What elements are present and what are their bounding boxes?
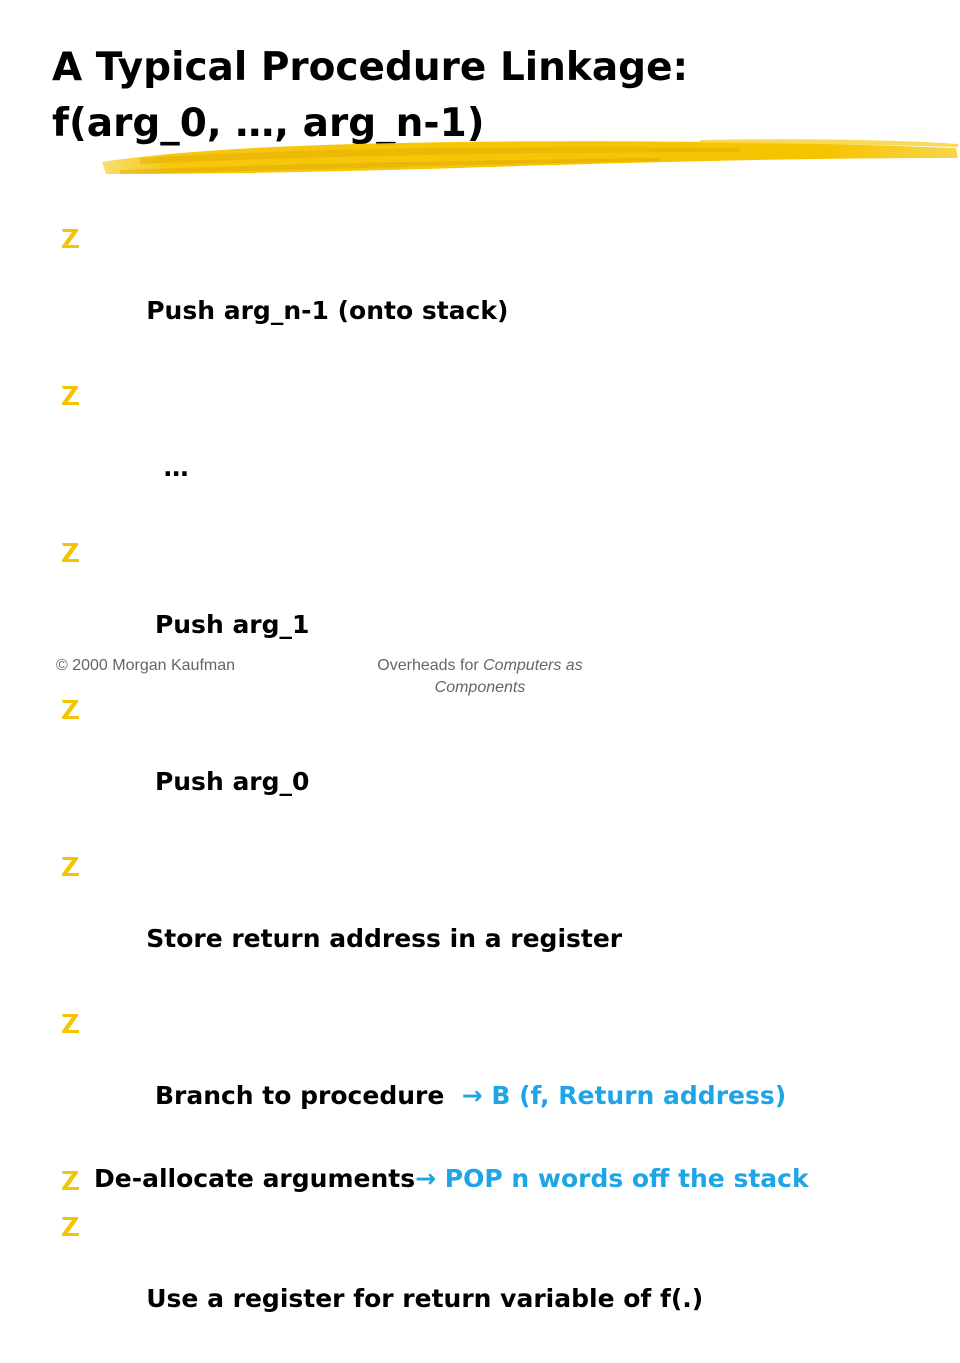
footer-overheads: Overheads for Computers as Components	[330, 655, 630, 699]
z-bullet-icon	[62, 700, 79, 719]
list-item: Branch to procedure → B (f, Return addre…	[58, 1003, 938, 1151]
footer-book-title: Computers as Components	[434, 657, 583, 696]
list-item: …	[58, 375, 938, 523]
footer-overheads-prefix: Overheads for	[377, 657, 484, 674]
bullet-accent-text: B (f, Return address)	[482, 1081, 787, 1110]
z-bullet-icon	[62, 1171, 79, 1190]
highlighter-underline	[102, 139, 958, 174]
list-item: Use a register for return variable of f(…	[58, 1206, 938, 1354]
bullet-text: …	[146, 453, 189, 482]
list-item: Push arg_1	[58, 532, 938, 680]
bullet-accent-text: POP n words off the stack	[436, 1164, 809, 1193]
slide: A Typical Procedure Linkage: f(arg_0, …,…	[52, 40, 958, 1313]
bullet-list: Push arg_n-1 (onto stack) … Push arg_1 P…	[58, 218, 938, 1363]
bullet-text: Push arg_1	[146, 610, 310, 639]
z-bullet-icon	[62, 1014, 79, 1033]
arrow-right-icon: →	[415, 1164, 437, 1193]
z-bullet-icon	[62, 543, 79, 562]
bullet-text: Push arg_n-1 (onto stack)	[146, 296, 509, 325]
z-bullet-icon	[62, 1217, 79, 1236]
arrow-right-icon: →	[461, 1081, 483, 1110]
z-bullet-icon	[62, 229, 79, 248]
list-item: Store return address in a register	[58, 846, 938, 994]
title-line-2: f(arg_0, …, arg_n-1)	[52, 101, 485, 146]
list-item: Push arg_0	[58, 689, 938, 837]
bullet-text: Push arg_0	[146, 767, 310, 796]
z-bullet-icon	[62, 386, 79, 405]
footer-copyright: © 2000 Morgan Kaufman	[56, 657, 236, 674]
title-line-1: A Typical Procedure Linkage:	[52, 45, 689, 90]
bullet-text: De-allocate arguments	[94, 1164, 416, 1193]
list-item: De-allocate arguments→ POP n words off t…	[58, 1160, 938, 1197]
list-item: Push arg_n-1 (onto stack)	[58, 218, 938, 366]
bullet-text: Use a register for return variable of f(…	[146, 1284, 704, 1313]
bullet-text: Store return address in a register	[146, 924, 623, 953]
slide-title: A Typical Procedure Linkage: f(arg_0, …,…	[52, 40, 912, 152]
z-bullet-icon	[62, 857, 79, 876]
bullet-text: Branch to procedure	[146, 1081, 462, 1110]
